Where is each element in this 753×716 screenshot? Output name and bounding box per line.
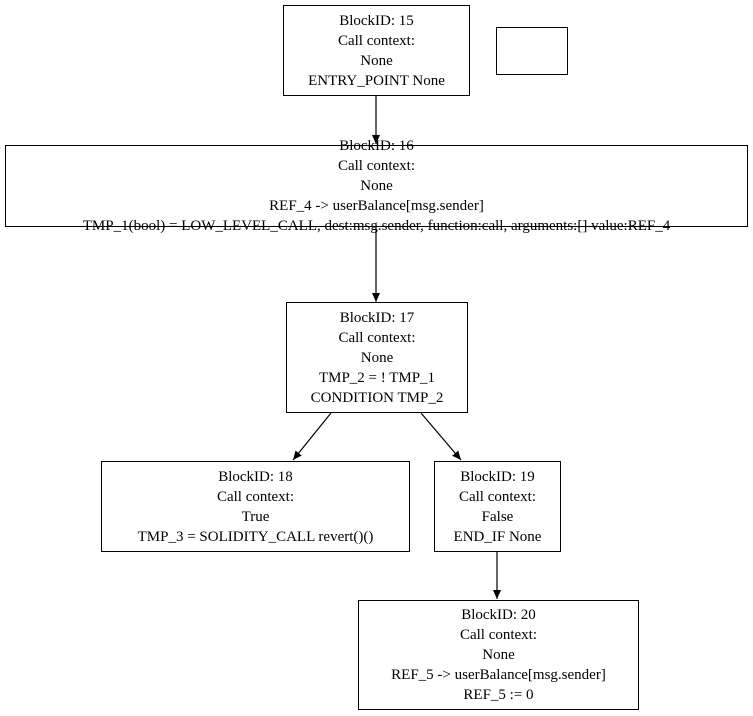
block-16-statement: REF_4 -> userBalance[msg.sender] bbox=[269, 198, 484, 214]
block-15-node: BlockID: 15 Call context: None ENTRY_POI… bbox=[283, 5, 470, 96]
edge-17-18 bbox=[292, 412, 332, 461]
block-15-id: BlockID: 15 bbox=[339, 12, 414, 29]
block-17-statement: CONDITION TMP_2 bbox=[310, 389, 444, 406]
block-18-context-value: True bbox=[241, 508, 270, 525]
block-15-context-value: None bbox=[360, 52, 393, 69]
block-17-context-label: Call context: bbox=[338, 329, 416, 346]
block-17-id: BlockID: 17 bbox=[339, 309, 415, 326]
block-20-statement: REF_5 -> userBalance[msg.sender] bbox=[391, 667, 606, 683]
block-19-node: BlockID: 19 Call context: False END_IF N… bbox=[434, 461, 561, 552]
block-20-statement: REF_5 := 0 bbox=[463, 687, 534, 703]
block-18-node: BlockID: 18 Call context: True TMP_3 = S… bbox=[101, 461, 410, 552]
block-17-node: BlockID: 17 Call context: None TMP_2 = !… bbox=[286, 302, 468, 413]
block-19-context-value: False bbox=[481, 508, 514, 525]
block-20-context-label: Call context: bbox=[459, 627, 538, 643]
block-18-context-label: Call context: bbox=[216, 488, 295, 505]
block-19-statement: END_IF None bbox=[453, 528, 542, 545]
block-18-id: BlockID: 18 bbox=[218, 468, 293, 485]
block-20-node: BlockID: 20 Call context: None REF_5 -> … bbox=[358, 600, 639, 710]
block-16-context-value: None bbox=[360, 178, 393, 194]
block-16-node: BlockID: 16 Call context: None REF_4 -> … bbox=[5, 138, 748, 234]
block-15-statement: ENTRY_POINT None bbox=[308, 72, 445, 89]
edge-17-19 bbox=[420, 412, 462, 461]
block-17-context-value: None bbox=[360, 349, 394, 366]
block-16-statement: TMP_1(bool) = LOW_LEVEL_CALL, dest:msg.s… bbox=[82, 218, 671, 234]
block-18-statement: TMP_3 = SOLIDITY_CALL revert()() bbox=[137, 528, 374, 545]
block-20-id: BlockID: 20 bbox=[461, 607, 536, 623]
empty-box bbox=[496, 27, 568, 75]
block-19-id: BlockID: 19 bbox=[460, 468, 535, 485]
block-16-context-label: Call context: bbox=[337, 158, 416, 174]
block-15-context-label: Call context: bbox=[337, 32, 416, 49]
block-17-statement: TMP_2 = ! TMP_1 bbox=[318, 369, 436, 386]
block-20-context-value: None bbox=[482, 647, 515, 663]
block-19-context-label: Call context: bbox=[458, 488, 537, 505]
block-16-id: BlockID: 16 bbox=[339, 138, 414, 154]
